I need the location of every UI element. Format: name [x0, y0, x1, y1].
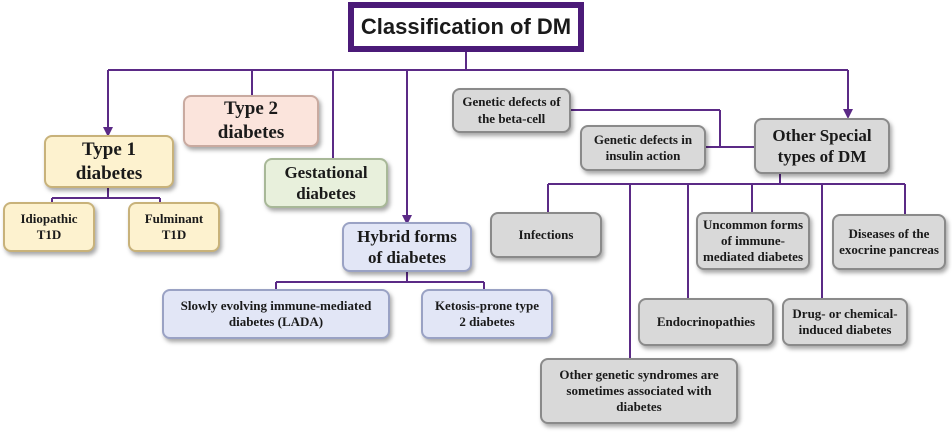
node-ketosis-prone: Ketosis-prone type 2 diabetes: [421, 289, 553, 339]
node-exocrine-pancreas: Diseases of the exocrine pancreas: [832, 214, 946, 270]
node-fulminant-t1d: Fulminant T1D: [128, 202, 220, 252]
node-uncommon-immune: Uncommon forms of immune- mediated diabe…: [696, 212, 810, 270]
node-genetic-insulin-action: Genetic defects in insulin action: [580, 125, 706, 171]
node-type1-diabetes: Type 1 diabetes: [44, 135, 174, 188]
page-title: Classification of DM: [348, 2, 584, 52]
node-type2-diabetes: Type 2 diabetes: [183, 95, 319, 147]
node-gestational-diabetes: Gestational diabetes: [264, 158, 388, 208]
node-hybrid-forms: Hybrid forms of diabetes: [342, 222, 472, 272]
node-infections: Infections: [490, 212, 602, 258]
node-other-genetic-syndromes: Other genetic syndromes are sometimes as…: [540, 358, 738, 424]
node-endocrinopathies: Endocrinopathies: [638, 298, 774, 346]
node-genetic-beta-cell: Genetic defects of the beta-cell: [452, 88, 571, 133]
node-other-special-types: Other Special types of DM: [754, 118, 890, 174]
node-idiopathic-t1d: Idiopathic T1D: [3, 202, 95, 252]
node-lada: Slowly evolving immune-mediated diabetes…: [162, 289, 390, 339]
node-drug-chemical: Drug- or chemical- induced diabetes: [782, 298, 908, 346]
